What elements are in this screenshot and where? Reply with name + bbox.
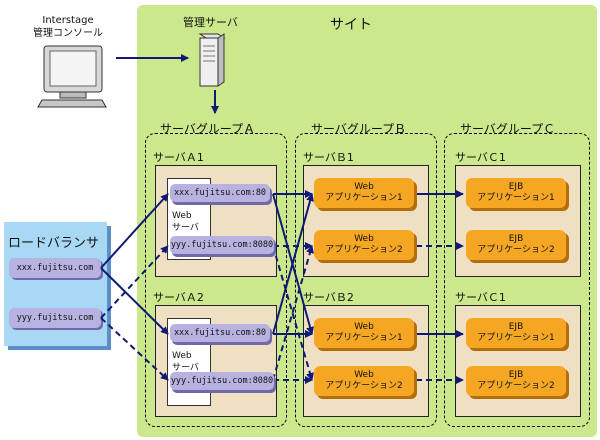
web-server-a1-label-line1: Web (172, 211, 192, 221)
web-server-a2-label: Web サーバ (172, 350, 199, 374)
web-app1-b2-name: アプリケーション1 (325, 333, 403, 343)
web-server-a1-label: Web サーバ (172, 210, 199, 234)
ejb-app2-c1: EJB アプリケーション2 (466, 230, 566, 260)
web-server-a1-label-line2: サーバ (172, 223, 199, 233)
ejb-app2-c1-type: EJB (508, 234, 524, 244)
server-b1-label: サーバＢ1 (303, 151, 354, 164)
web-app2-b2-type: Web (354, 370, 374, 380)
server-group-a-label: サーバグループＡ (160, 122, 256, 136)
ejb-app2-c2-name: アプリケーション2 (477, 381, 555, 391)
server-b2-label: サーバＢ2 (303, 291, 354, 304)
web-app1-b1-name: アプリケーション1 (325, 193, 403, 203)
ejb-app2-c2-type: EJB (508, 370, 524, 380)
lb-address-xxx: xxx.fujitsu.com (9, 258, 101, 278)
server-group-c-label: サーバグループＣ (460, 122, 556, 136)
web-app1-b2-type: Web (354, 322, 374, 332)
web-app2-b1-name: アプリケーション2 (325, 245, 403, 255)
management-server-icon (198, 33, 226, 87)
arrow-a1y-b2app2 (272, 245, 314, 381)
console-label-line1: Interstage (42, 15, 94, 26)
arrow-lb-xxx-a1 (100, 193, 169, 269)
ejb-app1-c1-type: EJB (508, 182, 524, 192)
console-label: Interstage 管理コンソール (26, 14, 110, 40)
ejb-app1-c1-name: アプリケーション1 (477, 193, 555, 203)
ejb-app2-c1-name: アプリケーション2 (477, 245, 555, 255)
ejb-app2-c2: EJB アプリケーション2 (466, 366, 566, 396)
web-app2-b1: Web アプリケーション2 (314, 230, 414, 260)
vhost-a1-xxx: xxx.fujitsu.com:80 (170, 184, 270, 202)
ejb-app1-c2-name: アプリケーション1 (477, 333, 555, 343)
web-app2-b1-type: Web (354, 234, 374, 244)
server-a2-label: サーバＡ2 (153, 291, 204, 304)
web-app2-b2-name: アプリケーション2 (325, 381, 403, 391)
console-label-line2: 管理コンソール (33, 28, 103, 39)
arrow-lb-xxx-a2 (100, 267, 169, 335)
web-server-a2-label-line1: Web (172, 351, 192, 361)
vhost-a1-yyy: yyy.fujitsu.com:8080 (170, 236, 274, 254)
ejb-app1-c1: EJB アプリケーション1 (466, 178, 566, 208)
load-balancer-title: ロードバランサ (8, 236, 100, 251)
web-app1-b1-type: Web (354, 182, 374, 192)
vhost-a2-yyy: yyy.fujitsu.com:8080 (170, 372, 274, 390)
web-server-a2-label-line2: サーバ (172, 363, 199, 373)
server-group-a (145, 133, 287, 427)
arrow-a2y-b1app2 (272, 245, 314, 381)
server-c1-label: サーバＣ1 (455, 151, 506, 164)
server-group-c (444, 133, 590, 427)
arrow-lb-yyy-a1 (100, 245, 169, 319)
arrow-a2x-b1app1 (272, 193, 314, 335)
site-title: サイト (330, 17, 372, 33)
web-app1-b1: Web アプリケーション1 (314, 178, 414, 208)
ejb-app1-c2: EJB アプリケーション1 (466, 318, 566, 348)
console-monitor-icon (37, 45, 107, 108)
server-group-b-label: サーバグループＢ (311, 122, 407, 136)
server-a1-label: サーバＡ1 (153, 151, 204, 164)
server-group-b (295, 133, 437, 427)
management-server-label: 管理サーバ (183, 16, 238, 29)
server-c2-label: サーバＣ1 (455, 291, 506, 304)
web-app1-b2: Web アプリケーション1 (314, 318, 414, 348)
lb-address-yyy: yyy.fujitsu.com (9, 308, 101, 328)
ejb-app1-c2-type: EJB (508, 322, 524, 332)
arrow-lb-yyy-a2 (100, 317, 169, 381)
vhost-a2-xxx: xxx.fujitsu.com:80 (170, 324, 270, 342)
web-app2-b2: Web アプリケーション2 (314, 366, 414, 396)
